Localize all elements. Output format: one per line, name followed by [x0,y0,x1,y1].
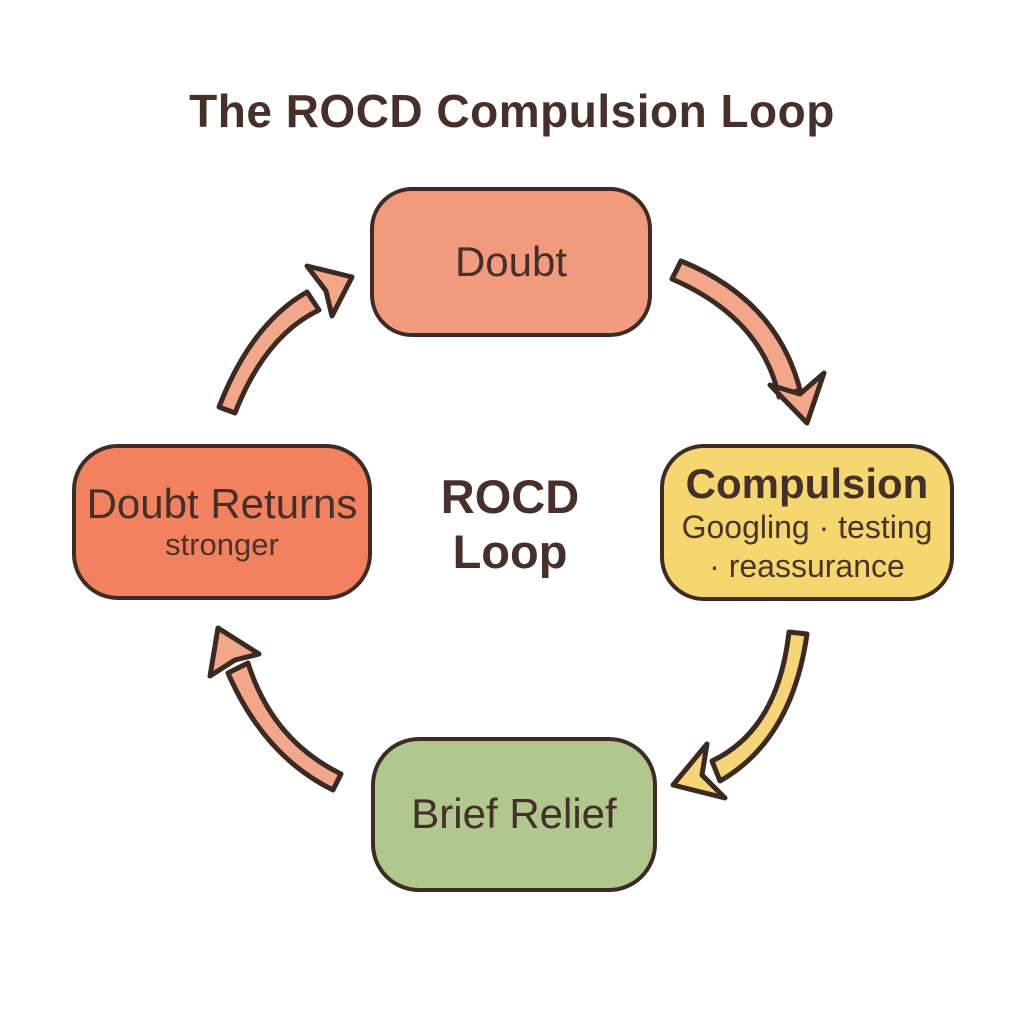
node-doubt-label: Doubt [454,237,568,285]
node-compulsion-subtitle-line1: Googling · testing [681,508,933,545]
center-loop-label-line2: Loop [452,524,568,578]
node-doubt-returns: Doubt Returns stronger [72,444,372,600]
node-doubt-returns-subtitle: stronger [165,527,279,563]
diagram-title: The ROCD Compulsion Loop [189,85,835,137]
node-doubt-returns-label: Doubt Returns [86,480,358,528]
node-compulsion-label: Compulsion [685,459,929,507]
node-compulsion-subtitle-line2: · reassurance [709,547,905,584]
center-loop-label-line1: ROCD [440,470,580,523]
node-brief-relief-label: Brief Relief [411,790,617,838]
node-brief-relief: Brief Relief [371,737,657,892]
arrow-brief-relief-to-doubt-returns-icon [207,625,344,793]
arrow-compulsion-to-brief-relief-icon [670,629,810,801]
arrow-doubt-to-compulsion-icon [669,258,827,426]
node-doubt: Doubt [370,187,652,337]
node-compulsion: Compulsion Googling · testing · reassura… [660,444,954,601]
center-loop-label: ROCD Loop [392,470,628,580]
arrow-doubt-returns-to-doubt-icon [216,263,355,416]
